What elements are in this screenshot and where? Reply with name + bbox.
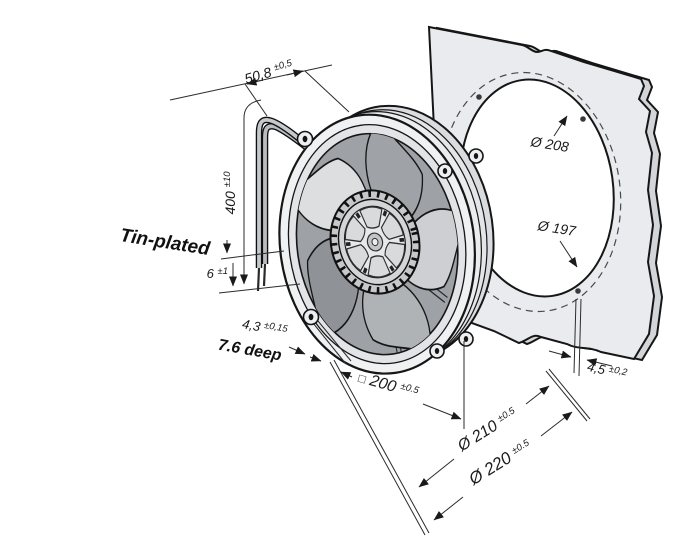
dim-bolt-circle-value: Ø 210 [454,417,501,455]
hub-tick-marks [345,210,405,274]
dim-plate-hole: 4,5 ±0,2 [548,298,629,383]
dim-bolt-circle-tol: ±0.5 [496,405,518,424]
svg-text:4,3 ±0,15: 4,3 ±0,15 [241,316,289,339]
svg-text:4,5 ±0,2: 4,5 ±0,2 [586,359,629,383]
svg-text:50,8 ±0,5: 50,8 ±0,5 [243,57,296,86]
plate-screw-hole [476,94,482,100]
dim-strip-length: 6 ±1 [207,240,301,294]
dim-plate-hole-tol: ±0,2 [608,364,629,379]
plate-screw-hole [580,116,586,122]
dim-lead-length: 400 ±10 [222,99,262,285]
plate-screw-hole [575,288,581,294]
svg-text:6 ±1: 6 ±1 [207,266,228,281]
dim-strip-length-tol: ±1 [218,266,229,277]
dim-plate-cutout-alt-label: Ø 208 [529,133,570,155]
dim-lead-exit-value: 50,8 [243,64,274,87]
flange-lug-holes [302,135,479,354]
stripped-wire-tip [262,263,267,287]
dim-frame-size-value: 200 [367,372,398,396]
dim-outer-diameter-value: Ø 220 [465,448,516,489]
dim-lead-length-value: 400 [222,191,238,215]
dim-lead-exit-tol: ±0,5 [273,57,294,73]
dim-strip-length-value: 6 [207,266,215,281]
dim-plate-cutout-alt: Ø 208 [529,115,570,155]
dim-outer-diameter-tol: ±0.5 [510,437,532,456]
dim-plate-cutout: Ø 197 [536,217,578,268]
dim-plate-hole-value: 4,5 [586,359,608,378]
label-tin-plated: Tin-plated [119,225,212,260]
hub-center-dot [371,237,379,247]
dim-plate-cutout-label: Ø 197 [536,217,578,239]
stripped-wire-tip [256,267,261,292]
dim-frame-size-tol: ±0.5 [399,381,420,397]
extension-line-plate-plane [548,368,591,420]
fan-hub [329,189,421,295]
dim-mounting-hole-value: 4,3 [241,316,262,334]
lead-wires [255,116,308,292]
extension-line-plate-plane [545,370,588,422]
dim-lead-length-tol: ±10 [222,171,233,187]
label-hole-depth: 7.6 deep [217,337,283,365]
dim-frame-size-prefix: □ [357,371,368,386]
hub-spoke-cutouts [344,206,406,278]
svg-text:400 ±10: 400 ±10 [222,171,238,215]
dim-mounting-hole-tol: ±0,15 [263,320,289,335]
dim-lead-exit: 50,8 ±0,5 [169,57,350,117]
fan-illustration [255,104,495,375]
